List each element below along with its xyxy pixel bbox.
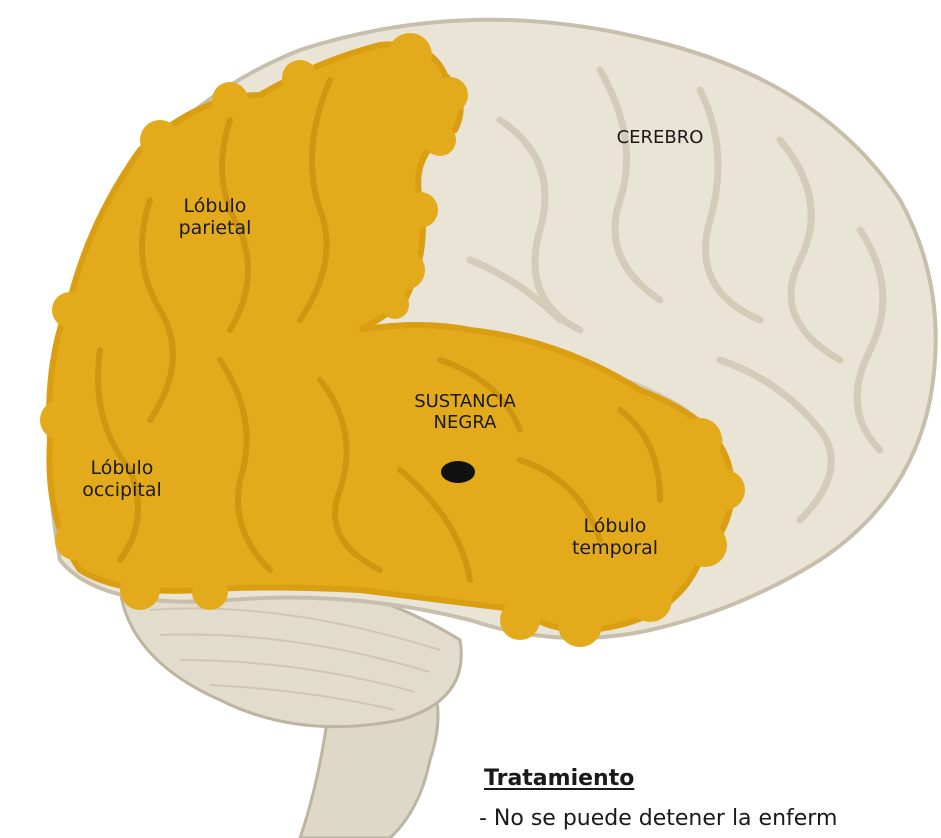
label-cerebro-text: CEREBRO (590, 128, 730, 149)
tratamiento-item: - No se puede detener la enferm (479, 806, 837, 831)
label-sustancia-line1: SUSTANCIA (380, 392, 550, 413)
label-parietal-line2: parietal (150, 218, 280, 240)
label-lobulo-occipital: Lóbulo occipital (52, 458, 192, 502)
tratamiento-heading: Tratamiento (484, 766, 634, 791)
label-occipital-line2: occipital (52, 480, 192, 502)
label-sustancia-negra: SUSTANCIA NEGRA (380, 392, 550, 433)
label-lobulo-temporal: Lóbulo temporal (545, 516, 685, 560)
label-parietal-line1: Lóbulo (150, 196, 280, 218)
label-cerebro: CEREBRO (590, 128, 730, 149)
substantia-nigra-mark (441, 461, 475, 483)
label-temporal-line2: temporal (545, 538, 685, 560)
label-lobulo-parietal: Lóbulo parietal (150, 196, 280, 240)
label-occipital-line1: Lóbulo (52, 458, 192, 480)
label-sustancia-line2: NEGRA (380, 413, 550, 434)
label-temporal-line1: Lóbulo (545, 516, 685, 538)
